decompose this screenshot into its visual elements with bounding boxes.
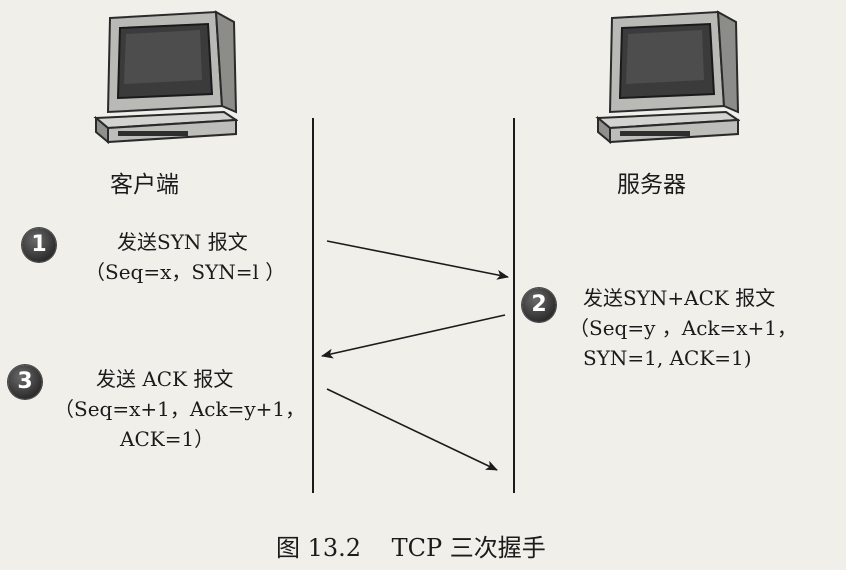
- step-1-text: 发送SYN 报文 （Seq=x，SYN=l ）: [85, 227, 285, 287]
- server-computer-icon: [595, 10, 740, 145]
- step-1-badge: 1: [22, 228, 56, 262]
- client-label: 客户端: [110, 172, 179, 198]
- step-3-detail-2: ACK=1）: [120, 427, 215, 451]
- step-3-text: 发送 ACK 报文 （Seq=x+1，Ack=y+1， ACK=1）: [54, 364, 305, 454]
- ack-arrow: [326, 388, 498, 471]
- step-1-detail: （Seq=x，SYN=l ）: [85, 260, 286, 284]
- figure-caption: 图 13.2 TCP 三次握手: [276, 528, 546, 563]
- server-label: 服务器: [617, 172, 686, 198]
- step-2-text: 发送SYN+ACK 报文 （Seq=y ，Ack=x+1， SYN=1, ACK…: [569, 283, 797, 373]
- step-3-badge: 3: [8, 365, 42, 399]
- figure-number: 图 13.2: [276, 534, 362, 562]
- step-2-title: 发送SYN+ACK 报文: [583, 286, 776, 310]
- step-3-detail-1: （Seq=x+1，Ack=y+1，: [54, 397, 306, 421]
- syn-ack-arrow: [321, 314, 506, 359]
- figure-title: TCP 三次握手: [391, 534, 546, 562]
- step-2-detail-1: （Seq=y ，Ack=x+1，: [569, 316, 798, 340]
- step-3-title: 发送 ACK 报文: [96, 367, 234, 391]
- step-2-detail-2: SYN=1, ACK=1): [583, 346, 752, 370]
- syn-arrow: [326, 240, 509, 280]
- step-2-badge: 2: [522, 288, 556, 322]
- client-computer-icon: [93, 10, 238, 145]
- step-1-title: 发送SYN 报文: [117, 230, 248, 254]
